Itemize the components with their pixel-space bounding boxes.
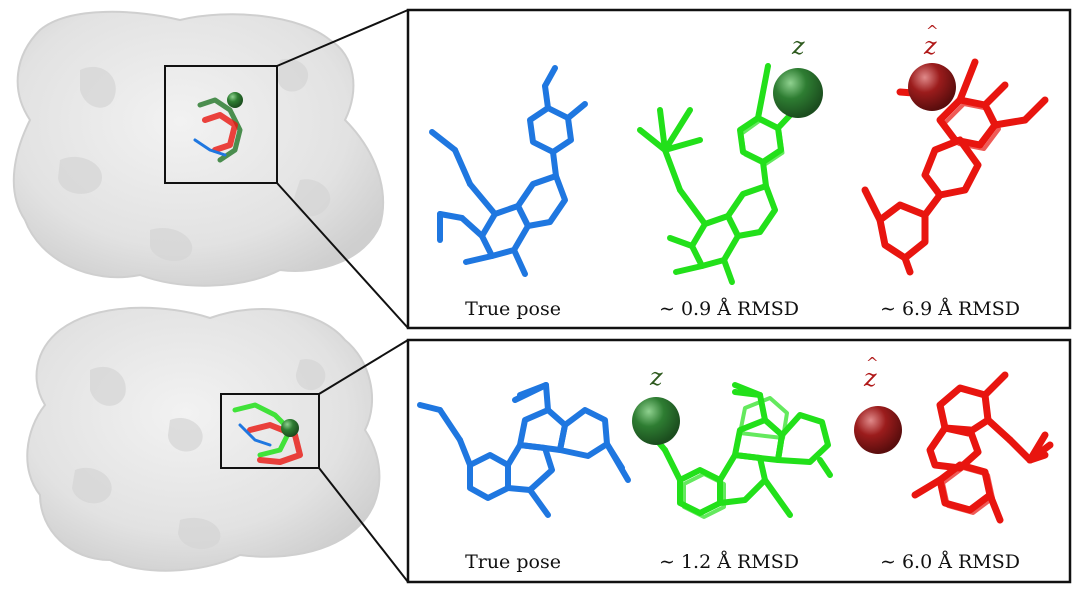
caption-bad-top: ∼ 6.9 Å RMSD [880, 298, 1020, 320]
good-pose-molecule-bottom [637, 382, 833, 519]
bad-pose-molecule-top [861, 58, 1049, 276]
zoom-line-top-lower [276, 182, 409, 329]
caption-good-bottom: ∼ 1.2 Å RMSD [659, 551, 799, 573]
zhat-sphere-bottom [854, 406, 902, 454]
caption-true-top: True pose [465, 298, 561, 320]
protein-surface-bottom [26, 306, 381, 572]
zoom-box-bottom [220, 393, 320, 469]
caption-true-bottom: True pose [465, 551, 561, 573]
true-pose-molecule-bottom [417, 382, 631, 518]
zoom-box-top [164, 65, 278, 184]
zhat-hat-top: ^ [926, 22, 939, 40]
caption-good-top: ∼ 0.9 Å RMSD [659, 298, 799, 320]
zhat-label-top: z [923, 32, 937, 60]
zoom-panel-bottom [406, 338, 1072, 584]
z-sphere-top [773, 68, 823, 118]
bad-pose-molecule-bottom [911, 371, 1054, 524]
z-label-bottom: z [649, 363, 663, 391]
z-sphere-bottom [632, 397, 680, 445]
pocket-ligands-bottom [232, 402, 303, 465]
zoom-panel-top [406, 8, 1072, 330]
zoom-line-bottom-lower [318, 467, 409, 583]
zoom-line-bottom-upper [318, 339, 409, 395]
z-label-top: z [791, 32, 805, 60]
pocket-ligands-top [193, 92, 243, 163]
true-pose-molecule-top [429, 65, 588, 277]
zhat-sphere-top [908, 63, 956, 111]
zoom-line-top-upper [276, 9, 409, 67]
protein-surface-top [12, 10, 384, 287]
good-pose-molecule-top [637, 63, 798, 285]
zhat-hat-bottom: ^ [866, 354, 879, 372]
caption-bad-bottom: ∼ 6.0 Å RMSD [880, 551, 1020, 573]
zhat-label-bottom: z [863, 364, 877, 392]
